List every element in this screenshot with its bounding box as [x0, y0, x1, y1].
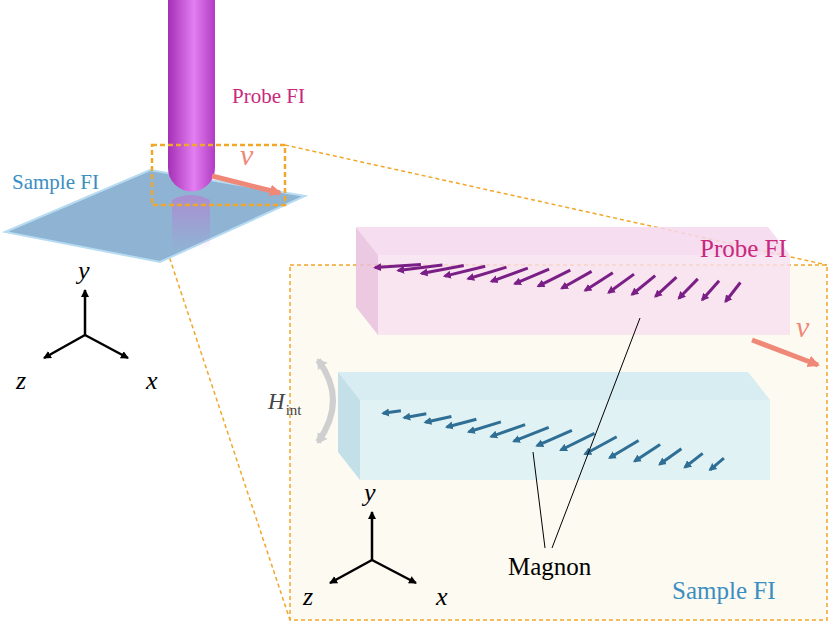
spin-arrow	[610, 441, 639, 458]
axes	[44, 290, 128, 358]
probe-slab	[356, 227, 790, 335]
spin-arrow	[515, 269, 549, 284]
spin-arrow	[632, 276, 655, 295]
part-label: Sample FI	[12, 172, 99, 193]
spin-arrow	[562, 271, 592, 288]
axis-label: z	[303, 584, 313, 610]
leader-line	[533, 452, 545, 548]
spin-arrow	[469, 422, 501, 432]
spin-arrow	[635, 445, 661, 462]
axis-label: y	[78, 258, 90, 284]
axis-label: z	[16, 368, 26, 394]
spin-arrow	[656, 277, 677, 296]
spin-arrow	[538, 270, 570, 286]
sample-plane	[5, 170, 305, 262]
spin-arrow	[660, 449, 682, 465]
spin-arrow	[702, 281, 719, 300]
spin-arrow	[685, 453, 703, 467]
interaction-arrow	[318, 360, 333, 442]
probe-tip	[168, 0, 215, 191]
axis-label: x	[146, 368, 158, 394]
spin-arrow	[609, 274, 634, 292]
spin-arrow	[491, 425, 525, 437]
spin-arrow	[404, 414, 426, 418]
spin-arrow	[425, 417, 451, 423]
velocity-label: v	[240, 140, 253, 170]
velocity-label: v	[796, 312, 809, 342]
interaction-label: H	[268, 390, 285, 413]
axis-label: x	[436, 584, 448, 610]
part-label: Sample FI	[672, 578, 775, 603]
sample-slab	[338, 372, 770, 480]
axes	[330, 512, 416, 583]
velocity-arrow	[752, 340, 818, 365]
part-label: Probe FI	[700, 236, 787, 261]
probe-reflection	[172, 195, 210, 250]
spin-arrow	[585, 437, 617, 454]
velocity-arrow	[212, 176, 280, 193]
spin-arrow	[710, 458, 724, 470]
spin-arrow	[537, 430, 572, 445]
leader-line	[552, 318, 640, 548]
axis-label: y	[364, 480, 376, 506]
part-label: Probe FI	[232, 86, 305, 107]
spin-arrow	[679, 279, 698, 298]
zoom-box	[152, 145, 285, 205]
spin-arrow	[514, 427, 549, 441]
spin-arrow	[561, 433, 595, 450]
zoom-line	[152, 205, 290, 620]
spin-arrow	[726, 283, 741, 302]
callout-label: Magnon	[508, 554, 591, 579]
spin-arrow	[585, 273, 613, 291]
spin-arrow	[383, 411, 401, 414]
spin-arrow	[447, 419, 477, 427]
interaction-subscript: int	[286, 403, 302, 418]
